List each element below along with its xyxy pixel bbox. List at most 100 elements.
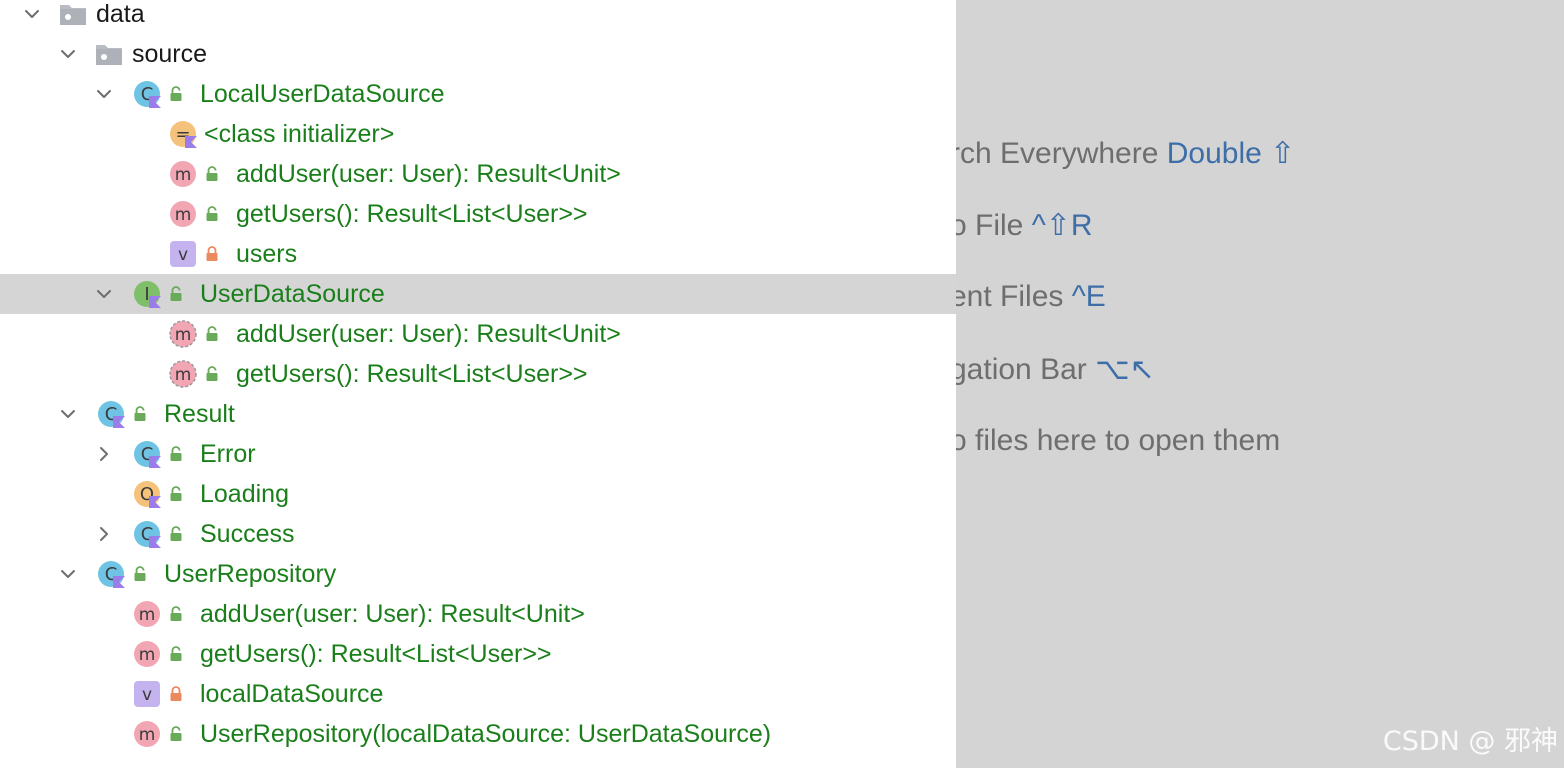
- tree-node-initializer[interactable]: =<class initializer>: [0, 114, 956, 154]
- abstract-method-icon: m: [168, 359, 198, 389]
- public-lock-icon: [205, 366, 219, 382]
- folder-icon: [59, 2, 87, 26]
- chevron-right-icon[interactable]: [91, 514, 117, 554]
- hint-shortcut: Double ⇧: [1166, 137, 1296, 170]
- tree-node-label: addUser(user: User): Result<Unit>: [236, 160, 621, 188]
- tree-node-label: getUsers(): Result<List<User>>: [236, 360, 588, 388]
- public-lock-icon: [169, 86, 183, 102]
- tree-node-class[interactable]: C Error: [0, 434, 956, 474]
- tree-node-folder[interactable]: source: [0, 34, 956, 74]
- chevron-down-icon[interactable]: [55, 394, 81, 434]
- hint-text: o files here to open them: [956, 424, 1281, 457]
- public-lock-icon: [133, 566, 147, 582]
- abstract-method-icon: m: [168, 319, 198, 349]
- tree-node-label: LocalUserDataSource: [200, 80, 445, 108]
- public-lock-icon: [169, 486, 183, 502]
- class-icon: C: [132, 79, 162, 109]
- tree-node-class[interactable]: C Result: [0, 394, 956, 434]
- tree-node-method[interactable]: m UserRepository(localDataSource: UserDat…: [0, 714, 956, 754]
- tree-node-value[interactable]: v localDataSource: [0, 674, 956, 714]
- value-icon: v: [132, 679, 162, 709]
- method-icon: m: [132, 599, 162, 629]
- svg-text:v: v: [142, 685, 152, 705]
- tree-node-label: users: [236, 240, 298, 268]
- tree-node-label: getUsers(): Result<List<User>>: [200, 640, 552, 668]
- editor-empty-state: rch Everywhere Double ⇧ o File ^⇧R ent F…: [956, 0, 1564, 768]
- public-lock-icon: [169, 526, 183, 542]
- private-lock-icon: [169, 686, 183, 702]
- hint-shortcut: ^E: [1071, 280, 1106, 313]
- hint-text: ent Files: [956, 280, 1072, 313]
- tree-node-label: Error: [200, 440, 256, 468]
- method-icon: m: [132, 639, 162, 669]
- tree-node-label: <class initializer>: [204, 120, 395, 148]
- chevron-down-icon[interactable]: [19, 0, 45, 34]
- tree-node-label: data: [96, 0, 145, 28]
- svg-text:m: m: [139, 645, 156, 665]
- hint-recent-files: ent Files ^E: [956, 280, 1106, 314]
- public-lock-icon: [205, 206, 219, 222]
- hint-text: gation Bar: [956, 353, 1096, 386]
- hint-drop-files: o files here to open them: [956, 424, 1280, 458]
- interface-icon: I: [132, 279, 162, 309]
- tree-node-class[interactable]: C UserRepository: [0, 554, 956, 594]
- tree-node-label: UserRepository: [164, 560, 337, 588]
- public-lock-icon: [169, 446, 183, 462]
- tree-node-label: getUsers(): Result<List<User>>: [236, 200, 588, 228]
- public-lock-icon: [169, 606, 183, 622]
- svg-text:v: v: [178, 245, 188, 265]
- class-icon: C: [132, 439, 162, 469]
- tree-node-folder[interactable]: data: [0, 0, 956, 34]
- tree-node-value[interactable]: v users: [0, 234, 956, 274]
- hint-shortcut: ^⇧R: [1031, 209, 1093, 242]
- tree-node-abstract-method[interactable]: m addUser(user: User): Result<Unit>: [0, 314, 956, 354]
- hint-search-everywhere: rch Everywhere Double ⇧: [956, 136, 1295, 171]
- watermark: CSDN @ 邪神: [1382, 726, 1558, 757]
- public-lock-icon: [169, 646, 183, 662]
- tree-node-label: UserRepository(localDataSource: UserData…: [200, 720, 772, 748]
- tree-node-object[interactable]: O Loading: [0, 474, 956, 514]
- chevron-right-icon[interactable]: [91, 434, 117, 474]
- tree-node-class[interactable]: C Success: [0, 514, 956, 554]
- tree-node-class[interactable]: C LocalUserDataSource: [0, 74, 956, 114]
- tree-node-method[interactable]: m addUser(user: User): Result<Unit>: [0, 154, 956, 194]
- tree-node-label: Loading: [200, 480, 289, 508]
- chevron-down-icon[interactable]: [55, 34, 81, 74]
- method-icon: m: [168, 199, 198, 229]
- tree-node-label: Success: [200, 520, 295, 548]
- chevron-down-icon[interactable]: [91, 274, 117, 314]
- private-lock-icon: [205, 246, 219, 262]
- class-icon: C: [96, 559, 126, 589]
- tree-node-abstract-method[interactable]: m getUsers(): Result<List<User>>: [0, 354, 956, 394]
- svg-text:m: m: [139, 605, 156, 625]
- method-icon: m: [168, 159, 198, 189]
- tree-node-method[interactable]: m getUsers(): Result<List<User>>: [0, 634, 956, 674]
- svg-text:m: m: [139, 725, 156, 745]
- tree-node-label: Result: [164, 400, 235, 428]
- tree-node-label: addUser(user: User): Result<Unit>: [236, 320, 621, 348]
- hint-text: o File: [956, 209, 1032, 242]
- svg-text:I: I: [144, 284, 149, 305]
- tree-node-label: source: [132, 40, 208, 68]
- svg-text:m: m: [175, 165, 192, 185]
- tree-node-method[interactable]: m getUsers(): Result<List<User>>: [0, 194, 956, 234]
- initializer-icon: =: [168, 119, 198, 149]
- folder-icon: [95, 42, 123, 66]
- svg-text:m: m: [175, 205, 192, 225]
- hint-go-to-file: o File ^⇧R: [956, 208, 1093, 243]
- public-lock-icon: [133, 406, 147, 422]
- svg-text:m: m: [175, 365, 192, 385]
- hint-text: rch Everywhere: [956, 137, 1167, 170]
- object-icon: O: [132, 479, 162, 509]
- public-lock-icon: [169, 286, 183, 302]
- public-lock-icon: [205, 326, 219, 342]
- chevron-down-icon[interactable]: [55, 554, 81, 594]
- tree-node-label: localDataSource: [200, 680, 384, 708]
- class-icon: C: [132, 519, 162, 549]
- chevron-down-icon[interactable]: [91, 74, 117, 114]
- svg-text:m: m: [175, 325, 192, 345]
- class-icon: C: [96, 399, 126, 429]
